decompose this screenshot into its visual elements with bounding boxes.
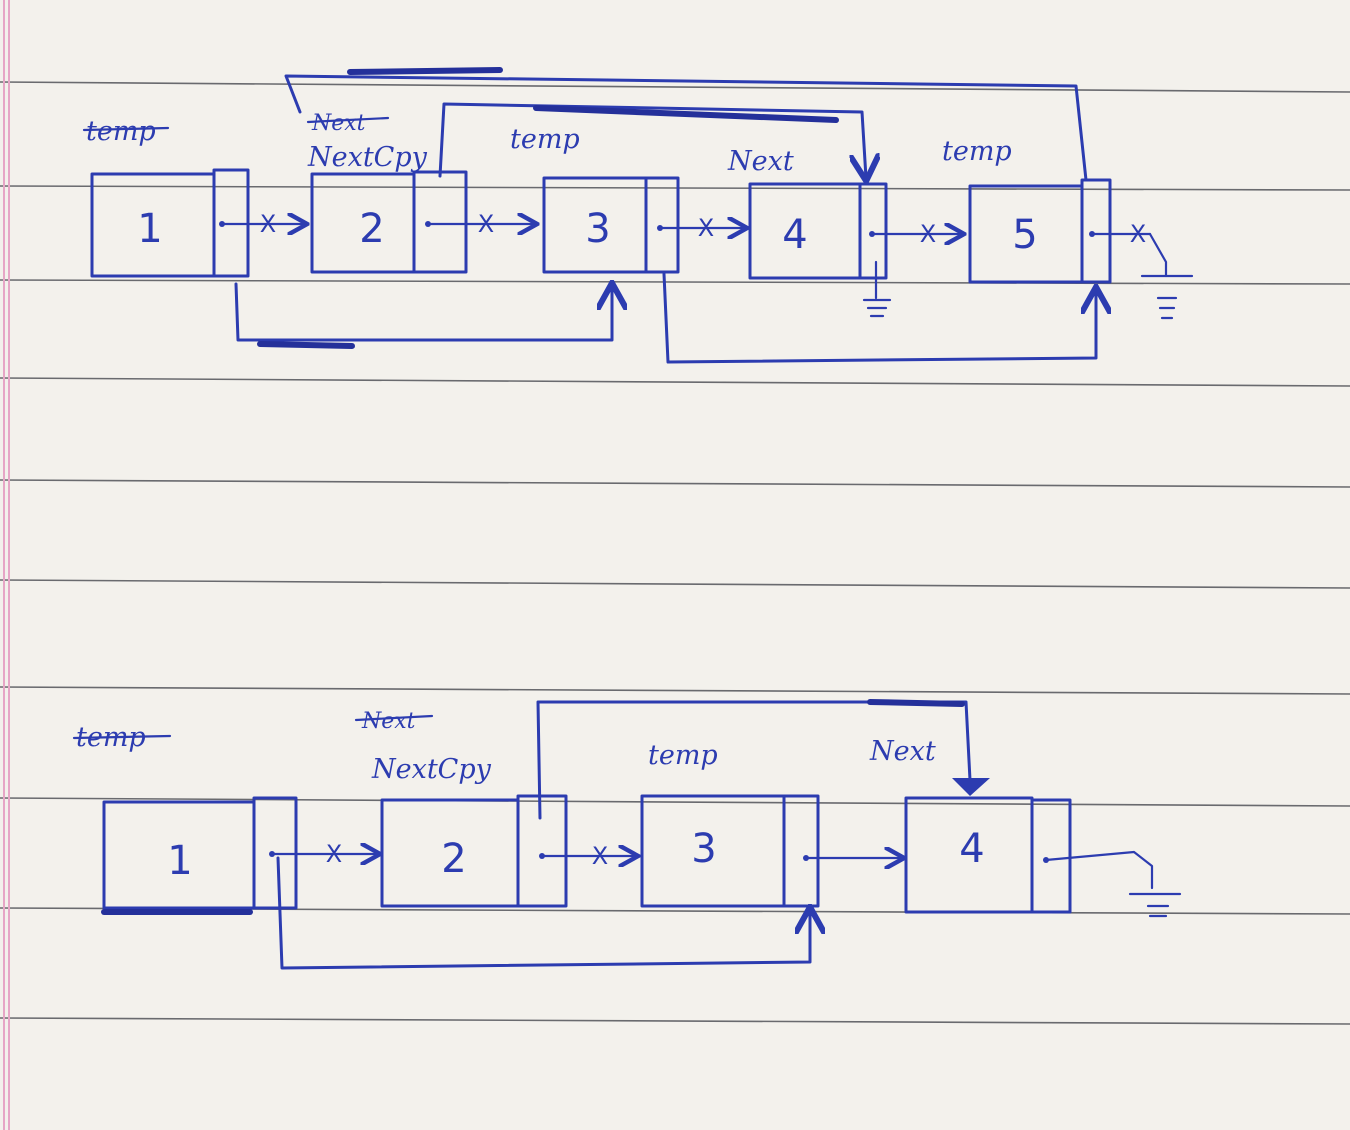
label-temp-struck: temp (86, 116, 156, 147)
label-nextcpy: NextCpy (307, 142, 428, 173)
node-4-bottom: 4 (904, 796, 1182, 918)
node-5-top: 5 X (968, 178, 1194, 320)
svg-text:1: 1 (167, 838, 192, 884)
node-3-bottom: 3 (640, 794, 902, 908)
node-2-bottom: 2 X (380, 794, 636, 908)
node-4-top: 4 X (748, 182, 962, 318)
svg-text:5: 5 (1012, 212, 1037, 258)
label-next-struck-bottom: Next (361, 709, 416, 734)
svg-text:X: X (698, 214, 714, 242)
label-temp-last: temp (942, 136, 1012, 167)
link-rewire-bottom (276, 699, 990, 970)
label-temp: temp (510, 124, 580, 155)
label-nextcpy-bottom: NextCpy (371, 754, 492, 785)
label-next-bottom: Next (869, 736, 936, 767)
svg-text:3: 3 (585, 206, 610, 252)
linked-list-bottom: 1 X 2 X 3 4 (72, 699, 1182, 970)
svg-text:X: X (260, 210, 276, 238)
label-next-struck: Next (311, 111, 366, 136)
label-next: Next (727, 146, 794, 177)
node-1-bottom: 1 X (101, 796, 378, 915)
svg-text:1: 1 (137, 206, 162, 252)
svg-text:X: X (326, 840, 342, 868)
svg-text:X: X (592, 842, 608, 870)
labels-top: temp Next NextCpy temp Next temp (82, 111, 1012, 177)
link-rewire-top (234, 67, 1096, 364)
label-temp-bottom: temp (648, 740, 718, 771)
svg-text:X: X (478, 210, 494, 238)
svg-text:3: 3 (691, 826, 716, 872)
linked-list-top: 1 X 2 X 3 X 4 X (82, 67, 1194, 364)
svg-text:2: 2 (359, 206, 384, 252)
ruled-lines (0, 81, 1350, 1025)
svg-text:2: 2 (441, 836, 466, 882)
svg-text:4: 4 (959, 826, 984, 872)
node-3-top: 3 X (542, 176, 745, 274)
labels-bottom: temp Next NextCpy temp Next (72, 709, 936, 785)
node-1-top: 1 X (90, 168, 305, 278)
svg-text:X: X (920, 220, 936, 248)
svg-text:X: X (1130, 220, 1146, 248)
svg-text:4: 4 (782, 212, 807, 258)
margin-line (3, 0, 10, 1130)
